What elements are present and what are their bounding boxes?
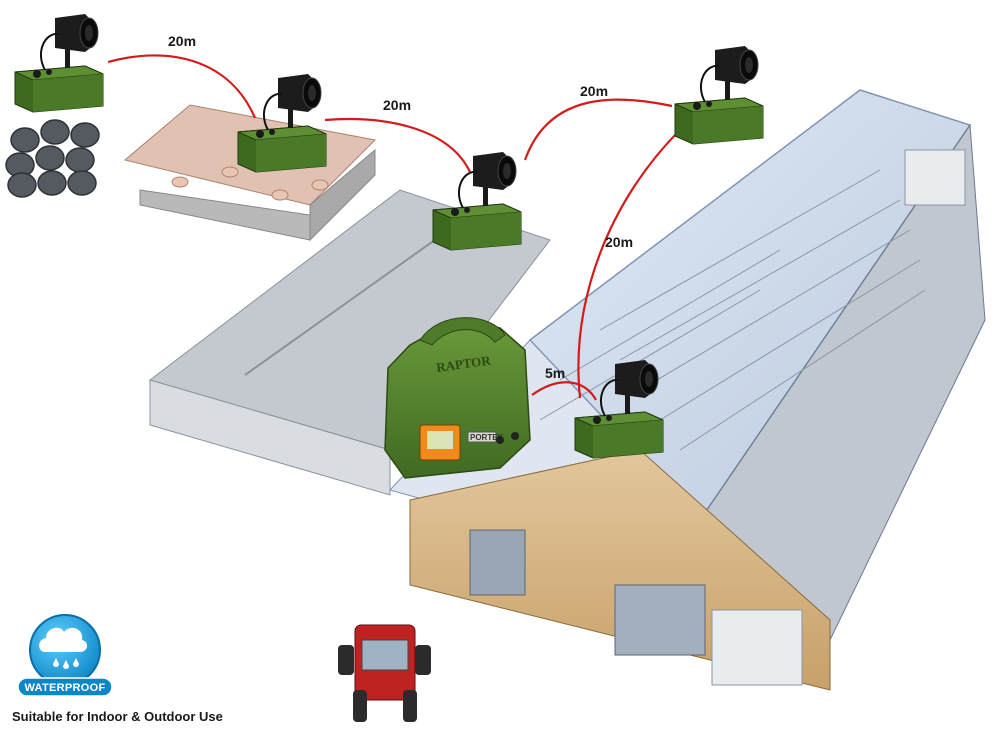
distance-label-5: 5m <box>545 365 565 381</box>
waterproof-label: WATERPROOF <box>24 682 105 694</box>
speaker-unit-3 <box>432 151 522 251</box>
middle-barn <box>148 189 551 496</box>
cables <box>107 54 681 401</box>
distance-label-3: 20m <box>580 83 608 99</box>
pig-shelter <box>123 104 377 242</box>
raptor-controller: RAPTOR PORTEK <box>384 317 531 479</box>
waterproof-badge: WATERPROOF <box>17 614 113 697</box>
usage-caption: Suitable for Indoor & Outdoor Use <box>12 709 223 724</box>
speaker-unit-4 <box>674 45 764 145</box>
distance-label-1: 20m <box>168 33 196 49</box>
tractor <box>338 624 431 722</box>
controller-sub-brand: PORTEK <box>470 433 504 442</box>
cloud-raindrops-icon <box>39 627 88 669</box>
distance-label-4: 20m <box>605 234 633 250</box>
hay-bales <box>5 119 100 198</box>
speaker-unit-1 <box>14 13 104 113</box>
distance-label-2: 20m <box>383 97 411 113</box>
